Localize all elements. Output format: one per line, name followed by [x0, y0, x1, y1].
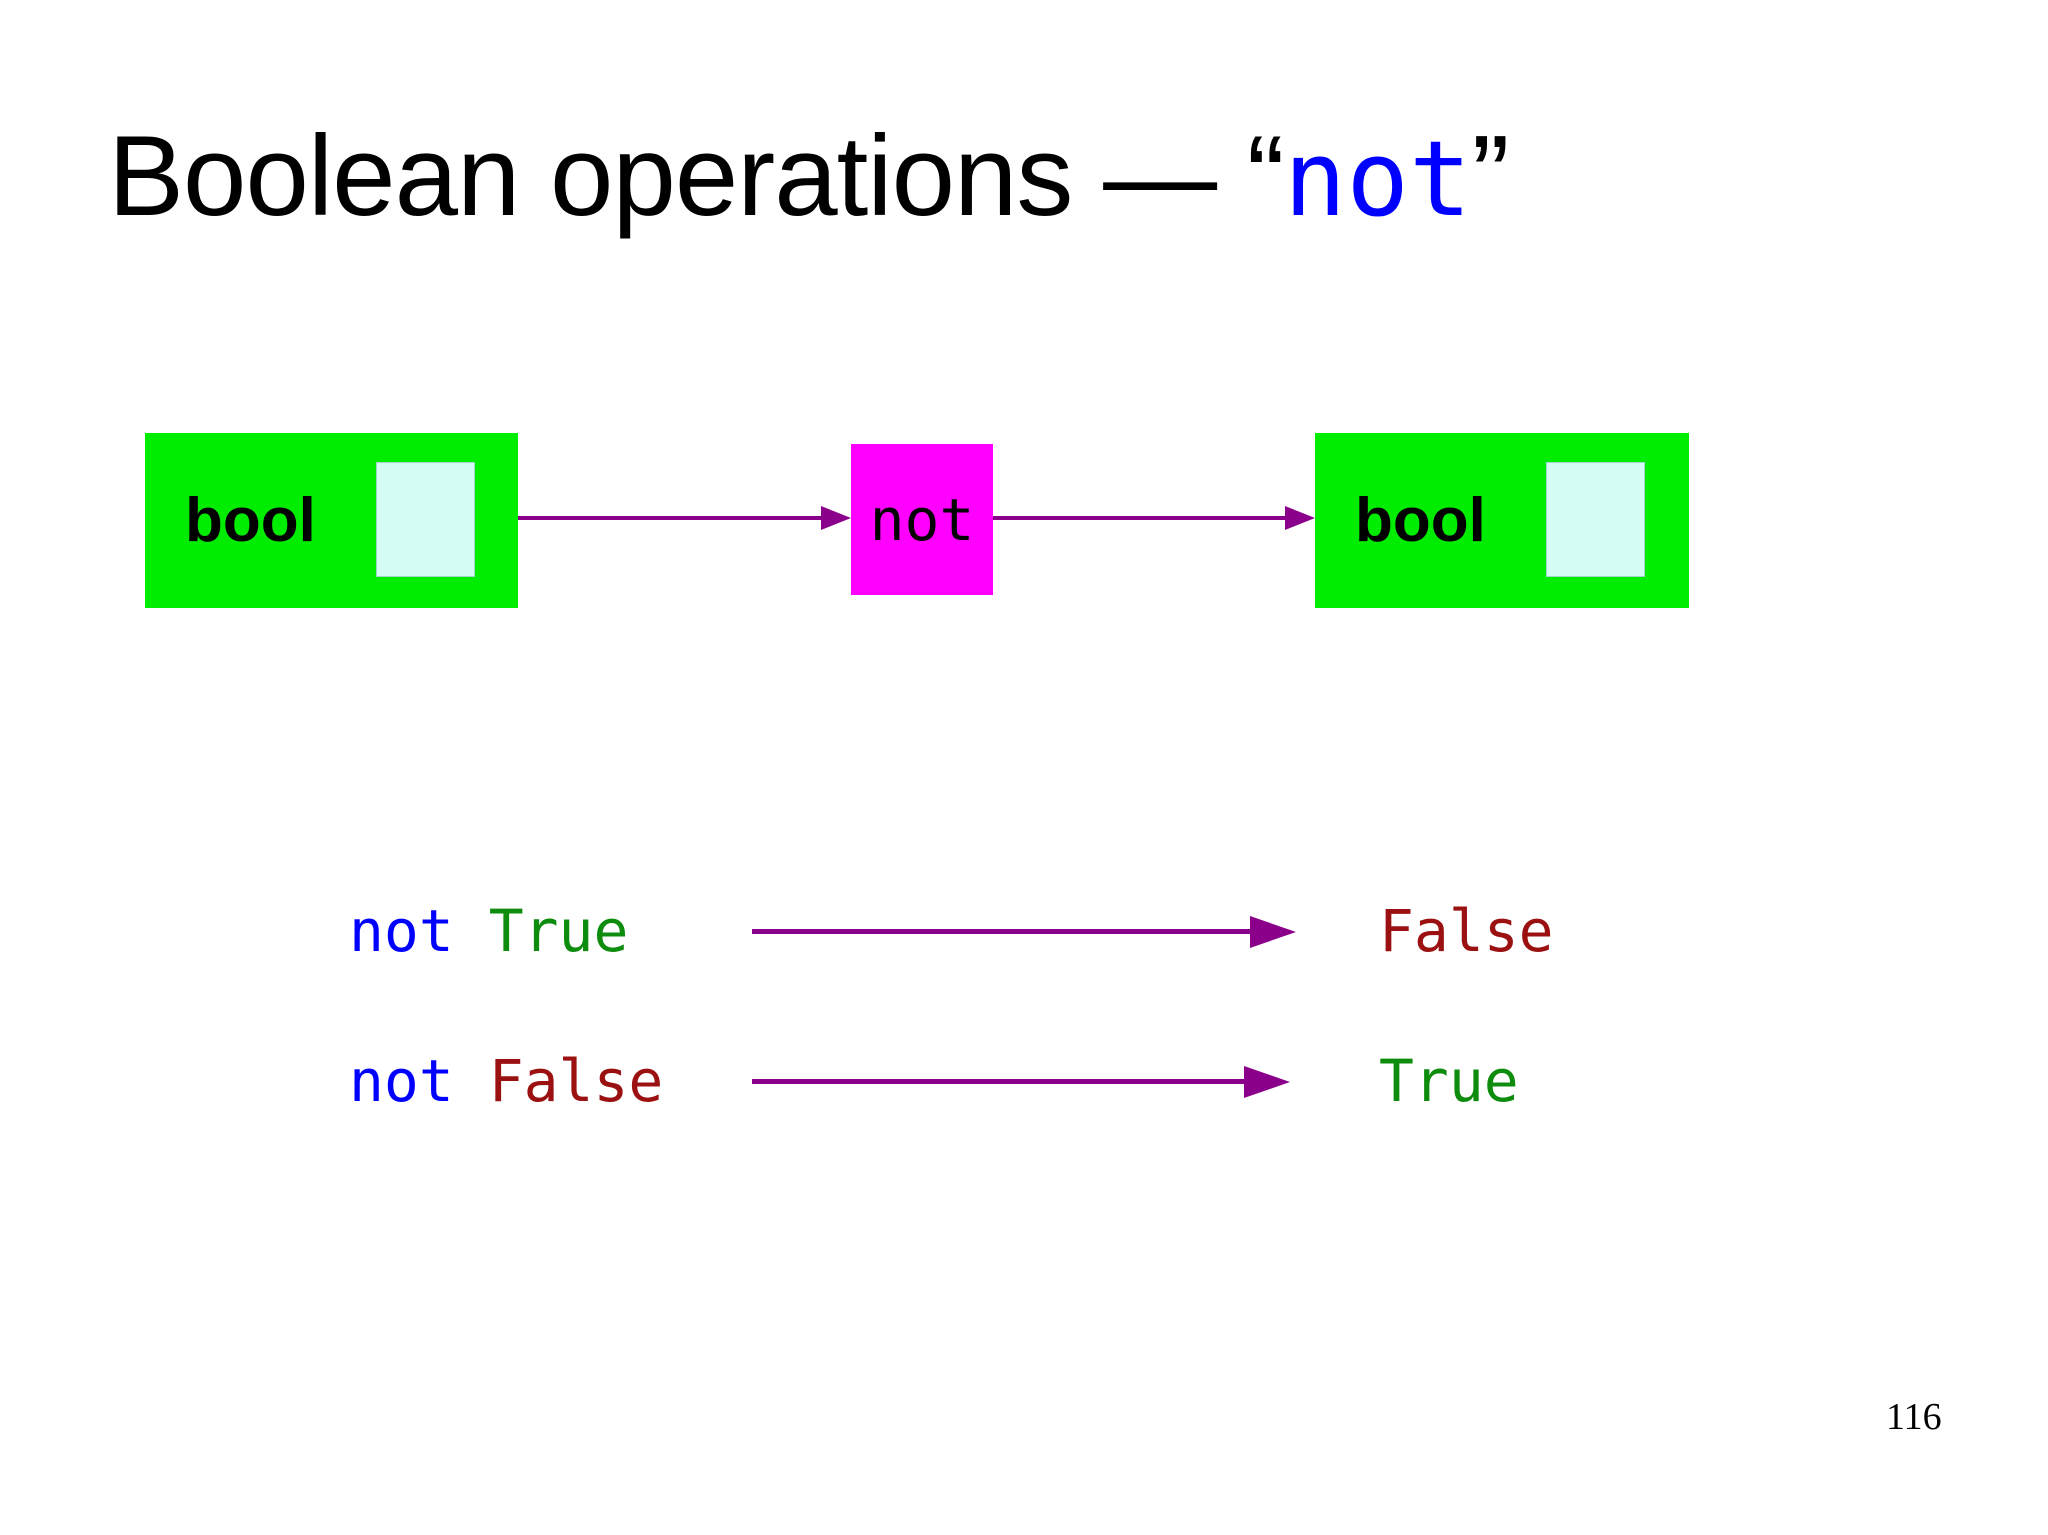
arrow-example-2-icon — [752, 1079, 1244, 1084]
output-value-slot — [1546, 462, 1645, 577]
title-text: Boolean operations — “ — [108, 113, 1285, 240]
example-row-not-true: not True — [349, 902, 628, 960]
not-operator-label: not — [869, 485, 975, 554]
input-bool-label: bool — [185, 485, 316, 555]
not-operator-box: not — [851, 444, 993, 595]
example-2-operand: False — [488, 1047, 664, 1115]
title-keyword-not: not — [1283, 118, 1472, 240]
page-number: 116 — [1886, 1396, 1942, 1438]
arrow-not-to-output-icon — [993, 516, 1285, 520]
input-bool-box: bool — [145, 433, 518, 608]
example-1-operand: True — [488, 897, 629, 965]
example-2-result: True — [1379, 1047, 1519, 1115]
arrow-example-1-icon — [752, 929, 1250, 934]
example-row-not-false: not False — [349, 1052, 663, 1110]
input-value-slot — [376, 462, 475, 577]
title-closing-quote: ” — [1471, 113, 1510, 240]
output-bool-box: bool — [1315, 433, 1689, 608]
example-2-operator: not — [349, 1047, 454, 1115]
slide-title: Boolean operations — “not” — [108, 120, 1510, 234]
example-1-result: False — [1379, 897, 1554, 965]
example-1-operator: not — [349, 897, 454, 965]
output-bool-label: bool — [1355, 485, 1486, 555]
arrow-input-to-not-icon — [518, 516, 821, 520]
